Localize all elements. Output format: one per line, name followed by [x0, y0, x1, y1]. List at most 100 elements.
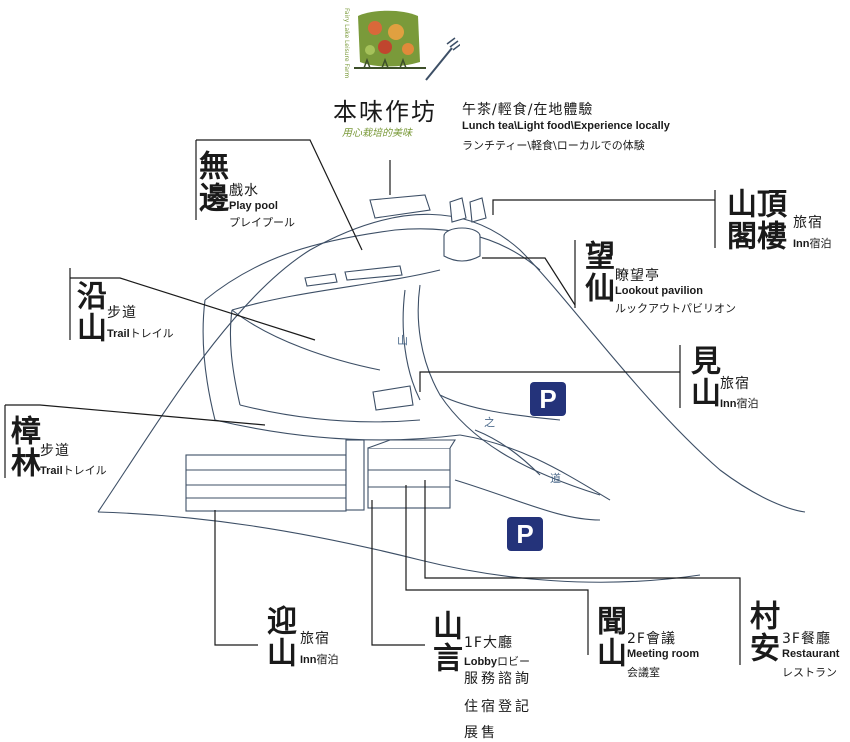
brand-slogan: 用心栽培的美味 — [342, 128, 412, 139]
farm-logo: Fairy Lake Leisure Farm — [330, 2, 462, 90]
inn-top-ja: 宿泊 — [809, 237, 832, 250]
leader-trail-b — [5, 404, 266, 426]
inn-mid-sub: Inn宿泊 — [720, 392, 759, 411]
leader-inn-low — [214, 510, 258, 646]
road-left-2 — [229, 309, 241, 406]
meeting-zh: 2F會議 — [627, 631, 676, 647]
inn-low-sub: Inn宿泊 — [300, 648, 339, 667]
road-left — [202, 299, 216, 421]
trail-a-zh: 步道 — [107, 305, 137, 321]
trail-b-title: 樟林 — [5, 415, 40, 479]
road-curve — [439, 394, 561, 421]
trail-b-en: Trail — [40, 465, 63, 477]
leader-meeting — [405, 485, 589, 655]
brand-line-ja: ランチティー\軽食\ローカルでの体験 — [462, 139, 645, 152]
lobby-extra-2: 住宿登記 — [464, 699, 532, 715]
building-inn-low — [185, 454, 347, 512]
lobby-zh: 1F大廳 — [464, 635, 513, 651]
building-main — [367, 447, 451, 509]
road-lower-2 — [239, 404, 421, 423]
lobby-sub: Lobbyロビー — [464, 650, 530, 669]
trail-a-title: 沿山 — [71, 280, 106, 344]
inn-top-title-a: 山閣 — [721, 188, 756, 252]
trail-a-sub: Trailトレイル — [107, 322, 174, 341]
lobby-title: 山言 — [427, 610, 462, 674]
restaurant-title: 村安 — [744, 600, 779, 664]
building-tower — [345, 439, 365, 511]
inn-top-title-b: 頂樓 — [751, 188, 786, 252]
logo-text: Fairy Lake Leisure Farm — [343, 8, 350, 79]
lookout-title: 望仙 — [579, 240, 614, 304]
leader-lobby — [371, 500, 425, 646]
parking-icon: P — [507, 517, 543, 551]
road-mark-2: 之 — [484, 416, 495, 429]
trail-b-zh: 步道 — [40, 443, 70, 459]
building-inn-top-2 — [469, 197, 487, 223]
building-main-roof — [367, 439, 456, 449]
road-mark-3: 道 — [550, 472, 561, 485]
shed-1 — [304, 273, 338, 287]
lookout-en: Lookout pavilion — [615, 285, 703, 297]
trail-a-en: Trail — [107, 328, 130, 340]
road-mark-1: 山 — [397, 334, 408, 347]
inn-mid-zh: 旅宿 — [720, 376, 750, 392]
road-inner — [231, 309, 381, 371]
road-lower — [214, 419, 461, 441]
parking-icon: P — [530, 382, 566, 416]
building-inn-mid — [372, 385, 414, 411]
inn-mid-ja: 宿泊 — [736, 397, 759, 410]
road-right-branch — [474, 429, 541, 476]
brand-line-en: Lunch tea\Light food\Experience locally — [462, 120, 670, 132]
building-inn-top-1 — [449, 197, 467, 223]
road-top — [231, 269, 441, 311]
inn-top-zh: 旅宿 — [793, 215, 823, 231]
lookout-tank-body — [443, 236, 481, 262]
leader-trail-a — [70, 277, 316, 341]
inn-low-zh: 旅宿 — [300, 631, 330, 647]
brand-name: 本味作坊 — [333, 98, 437, 126]
inn-top-en: Inn — [793, 238, 810, 250]
inn-mid-title: 見山 — [685, 345, 720, 409]
playpool-title: 無邊 — [193, 150, 228, 214]
trail-b-sub: Trailトレイル — [40, 459, 107, 478]
meeting-en: Meeting room — [627, 648, 700, 660]
lobby-extra-1: 服務諮詢 — [464, 671, 532, 687]
restaurant-ja: レストラン — [782, 666, 837, 679]
inn-low-en: Inn — [300, 654, 317, 666]
restaurant-en: Restaurant — [782, 648, 840, 660]
meeting-ja: 会議室 — [627, 666, 660, 679]
road-mid — [417, 284, 601, 496]
inn-low-title: 迎山 — [261, 605, 296, 669]
logo-pot-icon — [354, 10, 462, 81]
brand-line-zh: 午茶/輕食/在地體驗 — [462, 102, 594, 118]
leader-inn-mid — [419, 371, 680, 392]
leader-inn-top — [492, 199, 715, 215]
road-mid-2 — [402, 289, 421, 401]
leader-lookout — [482, 257, 576, 306]
lookout-zh: 瞭望亭 — [615, 268, 660, 284]
trail-b-ja: トレイル — [62, 464, 107, 477]
leader-playpool — [196, 139, 363, 251]
lookout-ja: ルックアウトパビリオン — [615, 302, 736, 315]
playpool-ja: プレイプール — [229, 216, 295, 229]
restaurant-zh: 3F餐廳 — [782, 631, 831, 647]
bottom-line — [97, 511, 701, 583]
lobby-ja: ロビー — [497, 655, 530, 668]
lobby-en: Lobby — [464, 656, 497, 668]
lower-road — [454, 479, 601, 521]
inn-low-ja: 宿泊 — [316, 653, 339, 666]
hill-contour — [97, 213, 806, 513]
playpool-zh: 戲水 — [229, 183, 259, 199]
inner-contour — [204, 228, 541, 301]
leader-restaurant — [424, 480, 741, 665]
shed-2 — [344, 265, 403, 281]
inn-mid-en: Inn — [720, 398, 737, 410]
building-playpool — [369, 194, 431, 219]
inn-top-sub: Inn宿泊 — [793, 232, 832, 251]
meeting-title: 聞山 — [591, 605, 626, 669]
playpool-en: Play pool — [229, 200, 278, 212]
trail-a-ja: トレイル — [129, 327, 174, 340]
road-east — [459, 434, 611, 501]
